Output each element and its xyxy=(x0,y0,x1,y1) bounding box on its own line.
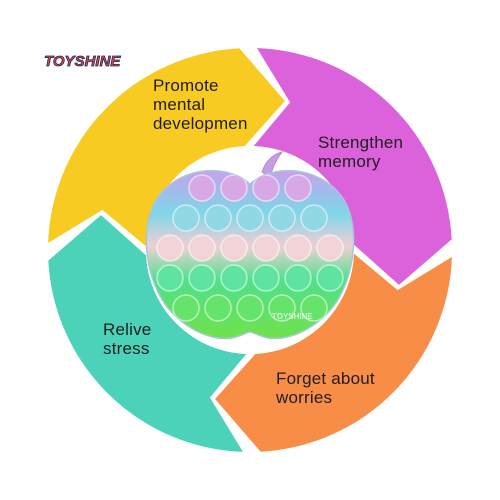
pop-bubble xyxy=(284,264,312,292)
pop-bubble xyxy=(252,234,280,262)
pop-bubble xyxy=(156,234,184,262)
watermark-text: TOYSHINE xyxy=(272,312,313,321)
watermark: TOYSHINE xyxy=(272,312,313,321)
label-line: Forget about xyxy=(276,369,375,388)
segment-label-left: Relive stress xyxy=(103,320,151,358)
segment-label-bottom: Forget about worries xyxy=(276,369,375,407)
pop-bubble xyxy=(188,234,216,262)
pop-bubble xyxy=(204,204,232,232)
pop-bubble xyxy=(188,174,216,202)
pop-bubble xyxy=(252,174,280,202)
label-line: Strengthen xyxy=(318,133,404,152)
label-line: stress xyxy=(103,339,150,358)
segment-memory-arrow xyxy=(253,48,452,285)
pop-bubble xyxy=(316,264,344,292)
label-line: memory xyxy=(318,152,381,171)
segment-stress-arrow xyxy=(48,215,247,452)
logo-text: TOYSHINE xyxy=(44,53,121,70)
pop-bubble xyxy=(172,204,200,232)
pop-bubble xyxy=(300,204,328,232)
pop-bubble xyxy=(284,174,312,202)
toyshine-logo: TOYSHINE xyxy=(44,53,122,71)
pop-bubble xyxy=(172,294,200,322)
pop-bubble xyxy=(236,204,264,232)
segment-label-top: Promote mental developmen xyxy=(153,76,248,133)
label-line: developmen xyxy=(153,114,248,133)
pop-bubble xyxy=(188,264,216,292)
label-line: Relive xyxy=(103,320,152,339)
pop-bubble xyxy=(220,264,248,292)
segment-label-right: Strengthen memory xyxy=(318,133,403,171)
apple-pop-it-icon xyxy=(145,151,355,340)
segment-promote-arrow xyxy=(48,48,285,247)
label-line: mental xyxy=(153,95,206,114)
pop-bubble xyxy=(316,234,344,262)
pop-bubble xyxy=(204,294,232,322)
label-line: worries xyxy=(276,388,333,407)
pop-bubble xyxy=(268,294,296,322)
segment-worries-arrow xyxy=(215,253,452,452)
label-line: Promote xyxy=(153,76,219,95)
pop-bubble xyxy=(252,264,280,292)
pop-bubble xyxy=(220,174,248,202)
pop-bubble xyxy=(300,294,328,322)
pop-bubble xyxy=(156,264,184,292)
pop-bubble xyxy=(220,234,248,262)
pop-bubble xyxy=(268,204,296,232)
pop-bubble xyxy=(284,234,312,262)
pop-bubble xyxy=(236,294,264,322)
